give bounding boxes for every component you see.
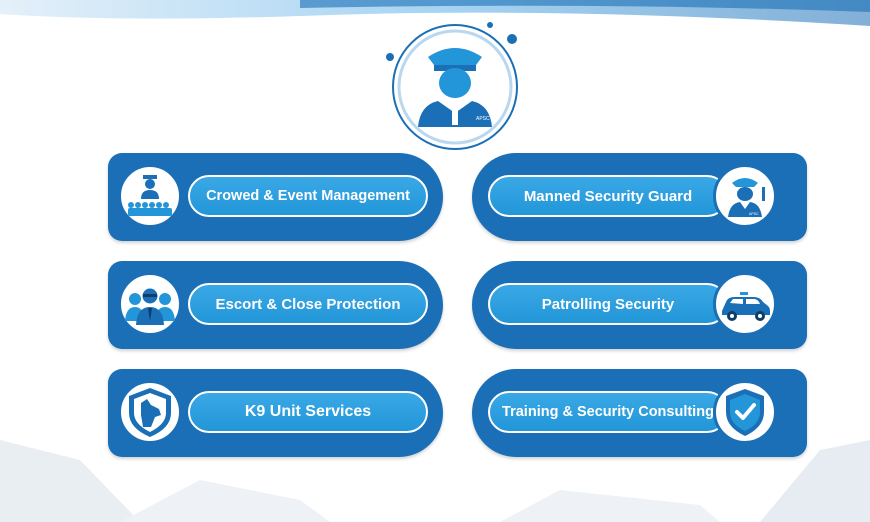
- patrol-car-icon: [713, 272, 777, 336]
- bodyguard-icon: [118, 272, 182, 336]
- security-guard-icon: APSC: [713, 164, 777, 228]
- service-label: K9 Unit Services: [188, 391, 428, 433]
- service-card-patrolling[interactable]: Patrolling Security: [472, 261, 807, 349]
- service-card-manned-guard[interactable]: Manned Security Guard APSC: [472, 153, 807, 241]
- center-badge-text: APSC: [476, 116, 490, 122]
- service-card-training-consulting[interactable]: Training & Security Consulting: [472, 369, 807, 457]
- crowd-management-icon: [118, 164, 182, 228]
- service-card-escort-protection[interactable]: Escort & Close Protection: [108, 261, 443, 349]
- service-card-k9[interactable]: K9 Unit Services: [108, 369, 443, 457]
- shield-check-icon: [713, 380, 777, 444]
- service-label: Crowed & Event Management: [188, 175, 428, 217]
- service-label: Training & Security Consulting: [488, 391, 728, 433]
- service-label: Escort & Close Protection: [188, 283, 428, 325]
- k9-dog-shield-icon: [118, 380, 182, 444]
- service-label: Patrolling Security: [488, 283, 728, 325]
- service-card-crowd-event[interactable]: Crowed & Event Management: [108, 153, 443, 241]
- center-guard-emblem: APSC: [380, 17, 530, 157]
- small-badge-text: APSC: [749, 212, 759, 216]
- service-label: Manned Security Guard: [488, 175, 728, 217]
